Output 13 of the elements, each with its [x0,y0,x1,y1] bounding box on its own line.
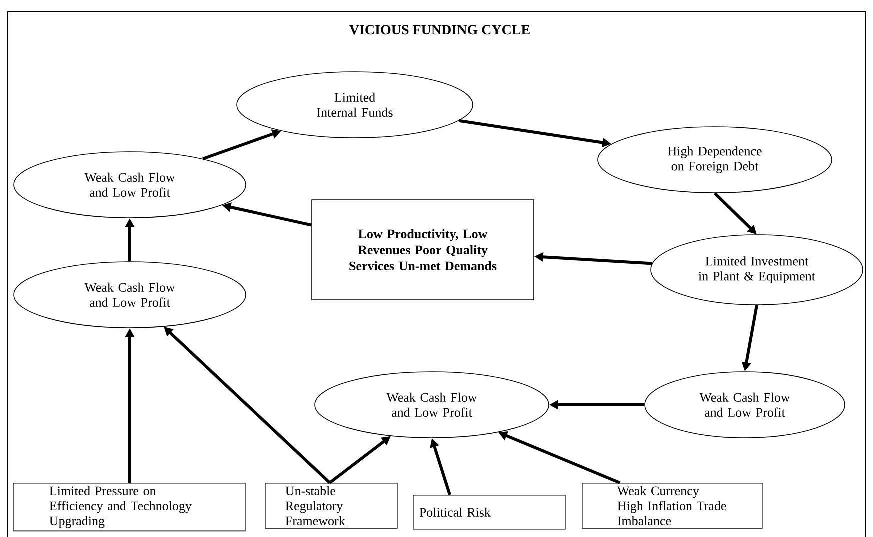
ellipse-node: High Dependence on Foreign Debt [598,126,832,194]
process-box: Low Productivity, Low Revenues Poor Quality Services Un-met Demands [312,200,534,300]
ellipse-node: Limited Internal Funds [236,72,474,138]
ellipse-node: Weak Cash Flow and Low Profit [314,372,550,438]
ellipse-node: Limited Investment in Plant & Equipment [650,234,864,306]
ellipse-node: Weak Cash Flow and Low Profit [14,262,246,328]
cause-box: Political Risk [413,494,566,530]
ellipse-node: Weak Cash Flow and Low Profit [644,372,846,438]
cause-box: Un-stable Regulatory Framework [265,482,398,529]
title: VICIOUS FUNDING CYCLE [350,25,530,35]
cause-box: Weak Currency High Inflation Trade Imbalance [582,482,763,529]
cause-box: Limited Pressure on Efficiency and Technology Upgrading [13,482,246,532]
ellipse-node: Weak Cash Flow and Low Profit [14,152,246,218]
